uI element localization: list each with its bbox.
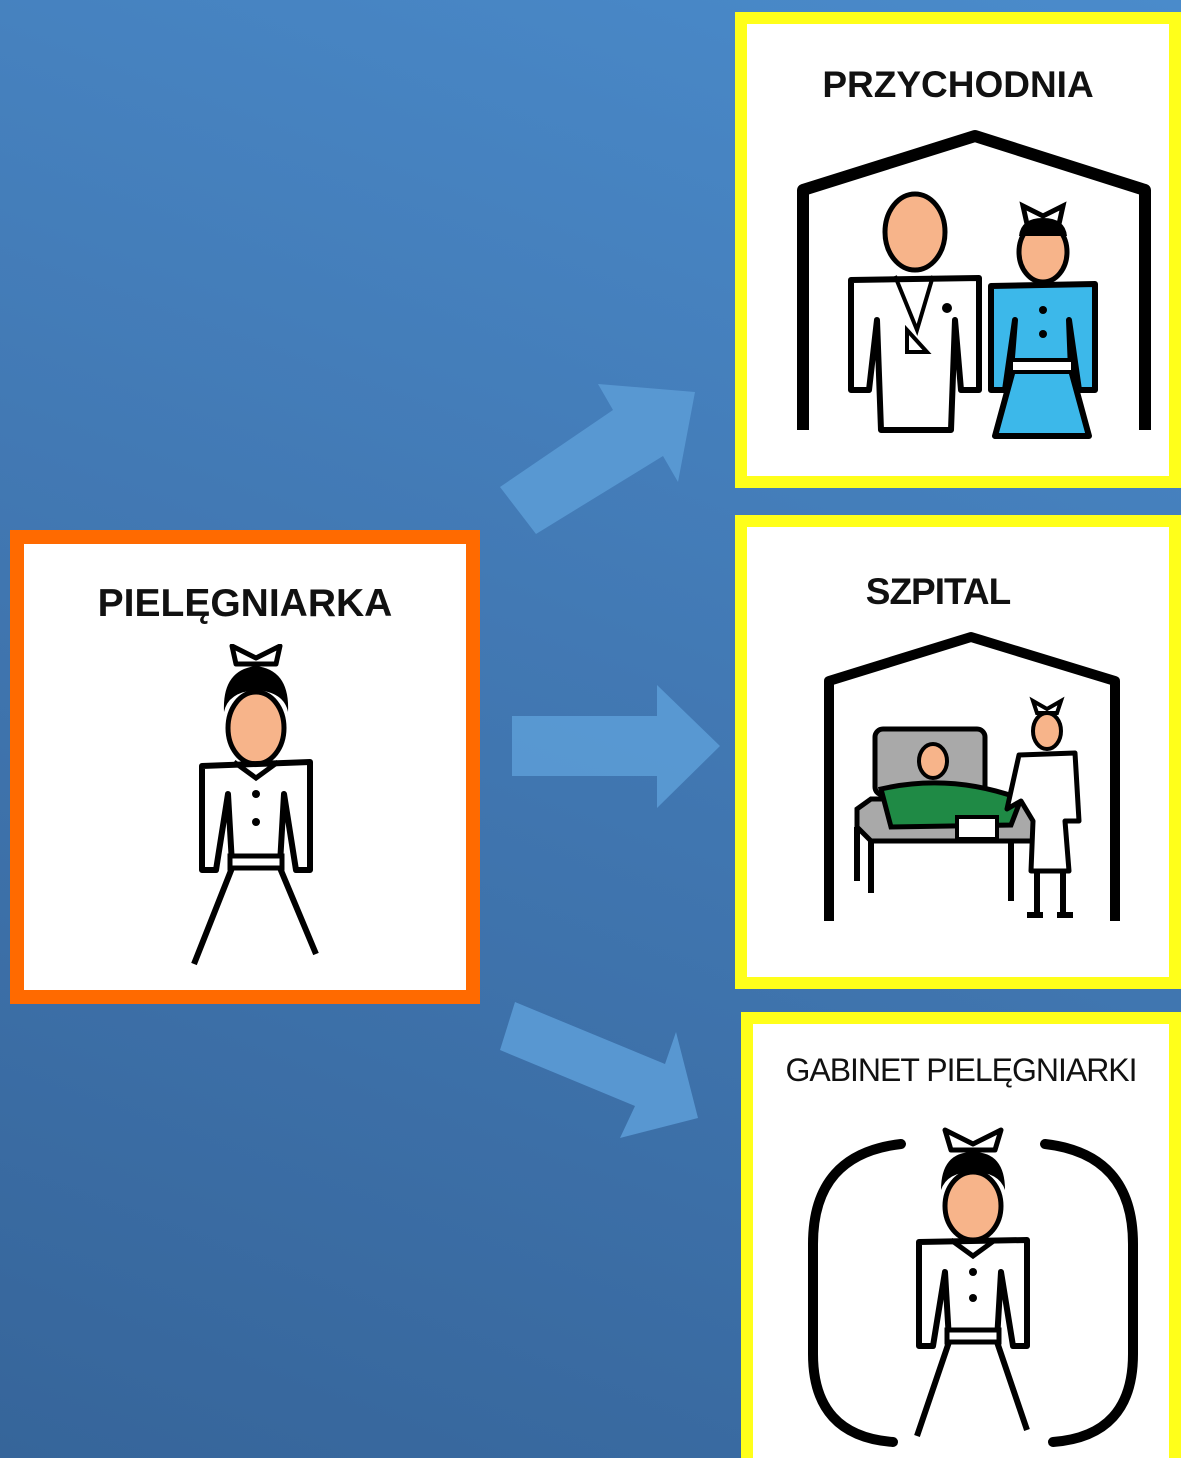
target-card-label: GABINET PIELĘGNIARKI — [785, 1052, 1137, 1088]
clinic-doctor-nurse-icon — [797, 130, 1151, 439]
source-card-label: PIELĘGNIARKA — [97, 582, 393, 625]
arrow-down-right-icon — [500, 1002, 698, 1138]
arrow-right-icon — [512, 685, 720, 808]
arrow-up-right-icon — [500, 384, 695, 534]
target-card-label: SZPITAL — [865, 571, 1011, 612]
source-card: PIELĘGNIARKA — [10, 530, 480, 1004]
target-card-label: PRZYCHODNIA — [822, 64, 1094, 105]
nurse-icon — [191, 644, 319, 966]
nurse-office-icon — [808, 1127, 1138, 1447]
target-card-szpital: SZPITAL — [735, 515, 1181, 989]
target-card-gabinet: GABINET PIELĘGNIARKI — [741, 1012, 1181, 1458]
hospital-bed-icon — [824, 632, 1120, 921]
target-card-przychodnia: PRZYCHODNIA — [735, 12, 1181, 488]
